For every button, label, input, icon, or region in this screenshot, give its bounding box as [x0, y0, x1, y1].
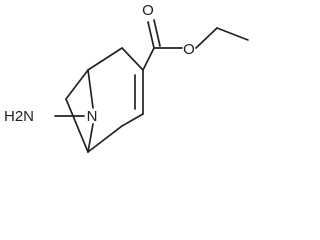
bond-bridgehead-left-upper	[65, 69, 89, 100]
atom-labels: O O N H2N	[4, 2, 195, 125]
bond-carbonyl-double-b	[153, 19, 161, 47]
bond-c5-bridgehead	[87, 125, 123, 153]
chemical-structure-canvas: O O N H2N	[4, 2, 249, 153]
amino-group-label: H2N	[4, 108, 34, 125]
bond-ch2-to-ch3	[216, 27, 249, 41]
bridge-nitrogen-label: N	[87, 108, 98, 125]
bond-c4-c5	[121, 113, 144, 127]
bond-n-to-bridge-bottom	[87, 123, 94, 153]
bond-left-lower	[65, 98, 89, 153]
bond-bridgehead-to-c2	[87, 47, 123, 71]
bond-c2-carbonyl	[142, 47, 155, 71]
ester-oxygen-label: O	[183, 41, 195, 58]
bond-carbonyl-double-a	[147, 21, 155, 49]
bond-oxygen-to-ch2	[195, 27, 218, 49]
ethyl-ester-group	[142, 19, 249, 71]
molecule-drawing: O O N H2N	[4, 2, 249, 153]
bond-c2-c3-single	[121, 47, 144, 71]
carbonyl-oxygen-label: O	[142, 2, 154, 19]
bicyclic-ring	[65, 47, 144, 153]
bond-bridge-top-to-n	[87, 69, 94, 109]
